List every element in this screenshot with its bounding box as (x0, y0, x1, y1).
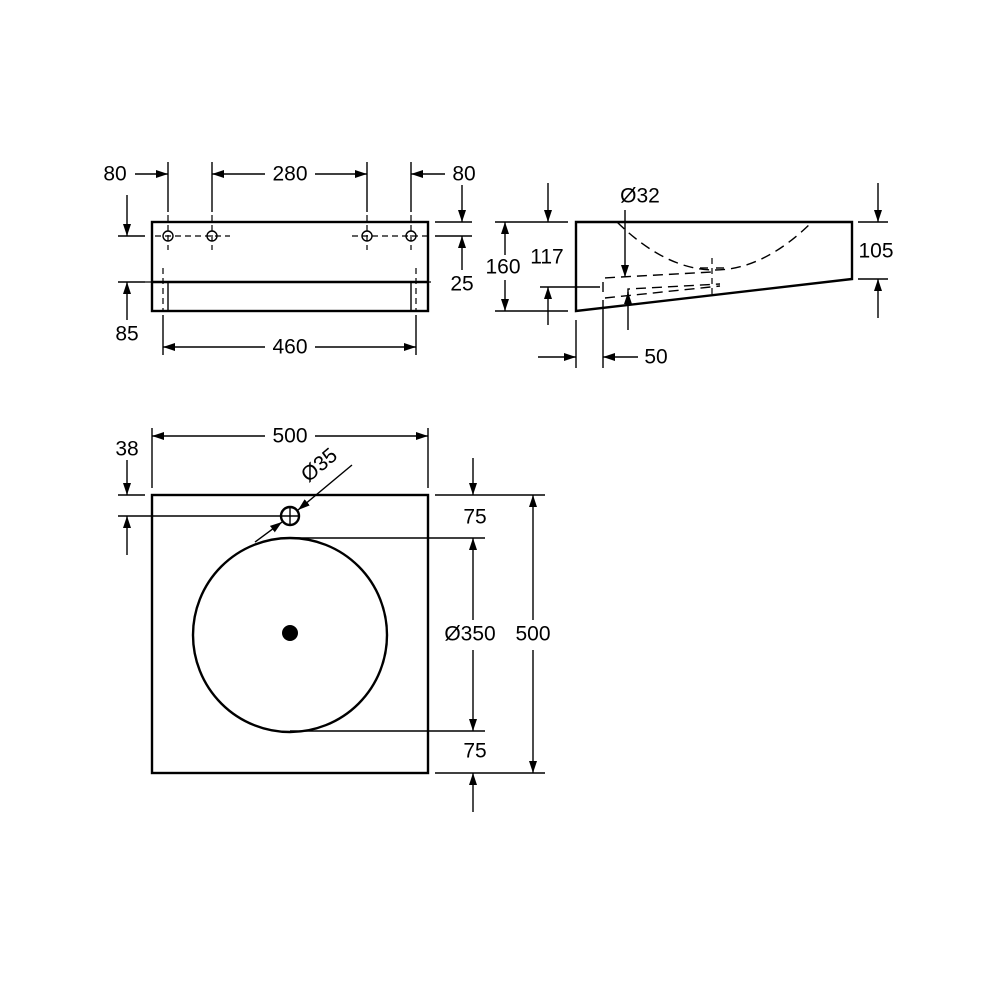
mounting-holes (145, 215, 435, 311)
top-view-outline (150, 493, 430, 775)
side-view-outline (574, 220, 854, 313)
side-view: 160 117 105 50 Ø32 (485, 183, 894, 369)
dim-50: 50 (644, 346, 667, 369)
dim-105: 105 (858, 240, 893, 263)
dim-80-right: 80 (452, 163, 475, 186)
dim-80-left: 80 (103, 163, 126, 186)
dim-diameter-350: Ø350 (444, 623, 495, 646)
dim-top-75: 75 (463, 506, 486, 529)
drain-hole (282, 625, 298, 641)
dim-height-500: 500 (515, 623, 550, 646)
dim-width-500: 500 (272, 425, 307, 448)
bowl-hidden-line (616, 221, 813, 271)
front-view: 80 280 80 85 25 460 (103, 162, 476, 359)
front-view-outline (150, 220, 430, 313)
dim-117: 117 (530, 246, 563, 269)
dim-diameter-35: Ø35 (297, 444, 342, 487)
dim-diameter-32: Ø32 (620, 185, 660, 208)
dim-280: 280 (272, 163, 307, 186)
dim-25: 25 (450, 273, 473, 296)
top-view: 500 38 Ø35 75 Ø350 500 75 (115, 425, 551, 812)
dim-160: 160 (485, 256, 520, 279)
dim-85: 85 (115, 323, 138, 346)
dim-38: 38 (115, 438, 138, 461)
drain-pipe-hidden (602, 258, 724, 299)
dim-460: 460 (272, 336, 307, 359)
dim-bottom-75: 75 (463, 740, 486, 763)
